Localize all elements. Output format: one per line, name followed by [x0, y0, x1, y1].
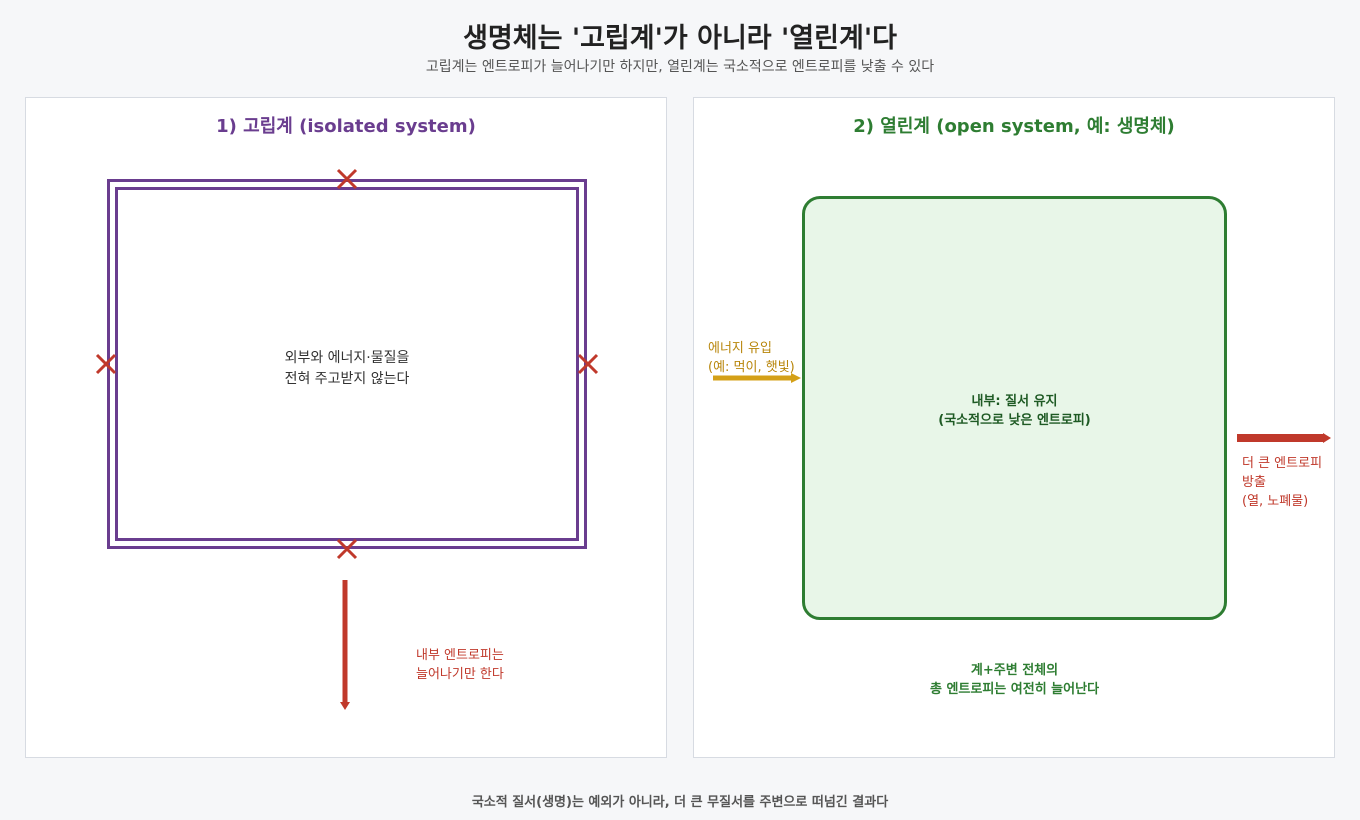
entropy-output-arrow — [1237, 433, 1331, 443]
cross-icon — [95, 353, 117, 375]
page-subtitle: 고립계는 엔트로피가 늘어나기만 하지만, 열린계는 국소적으로 엔트로피를 낮… — [425, 59, 935, 75]
entropy-output-label: 더 큰 엔트로피 방출 (열, 노폐물) — [1242, 456, 1323, 509]
open-panel-title: 2) 열린계 (open system, 예: 생명체) — [853, 116, 1175, 137]
entropy-increase-label: 내부 엔트로피는 늘어나기만 한다 — [416, 648, 504, 682]
organism-inside-label: 내부: 질서 유지 (국소적으로 낮은 엔트로피) — [938, 394, 1091, 428]
energy-input-label: 에너지 유입 (예: 먹이, 햇빛) — [708, 341, 795, 375]
cross-icon — [336, 168, 358, 190]
entropy-increase-arrow — [340, 580, 350, 710]
open-system-panel: 2) 열린계 (open system, 예: 생명체) 내부: 질서 유지 (… — [693, 97, 1335, 758]
isolated-system-panel: 1) 고립계 (isolated system) 외부와 에너지·물질을 전혀 … — [25, 97, 667, 758]
page-title: 생명체는 '고립계'가 아니라 '열린계'다 — [463, 23, 897, 54]
isolated-inner-wall — [115, 187, 579, 541]
isolated-description: 외부와 에너지·물질을 전혀 주고받지 않는다 — [284, 350, 410, 387]
cross-icon — [577, 353, 599, 375]
total-entropy-note: 계+주변 전체의 총 엔트로피는 여전히 늘어난다 — [929, 663, 1100, 697]
energy-input-arrow — [713, 373, 801, 383]
footer-caption: 국소적 질서(생명)는 예외가 아니라, 더 큰 무질서를 주변으로 떠넘긴 결… — [471, 795, 889, 810]
organism-box — [802, 196, 1227, 620]
cross-icon — [336, 538, 358, 560]
isolated-panel-title: 1) 고립계 (isolated system) — [216, 116, 476, 137]
